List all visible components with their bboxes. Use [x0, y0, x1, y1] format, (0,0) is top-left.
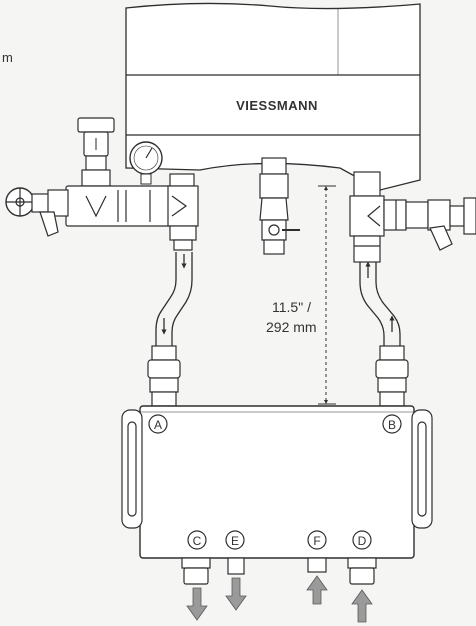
- fragment-text: m: [2, 50, 13, 65]
- port-c-nut: [183, 567, 209, 585]
- distribution-box: [139, 405, 415, 559]
- port-c-fitting: [181, 557, 211, 569]
- dimension-imperial: 11.5" /: [272, 299, 311, 315]
- flow-arrows-pipes: [161, 254, 395, 335]
- flow-arrows-ports: [186, 575, 373, 623]
- port-d-arrow-up-icon: [351, 589, 373, 623]
- viessmann-logo: VIESSMANN: [236, 98, 318, 113]
- right-union-fitting: [375, 345, 409, 407]
- svg-text:VIESSMANN: VIESSMANN: [236, 98, 318, 113]
- svg-text:E: E: [231, 534, 239, 548]
- boiler-unit: [125, 2, 421, 191]
- svg-text:F: F: [313, 534, 320, 548]
- connection-marker-a: A: [148, 414, 168, 434]
- connection-marker-f: F: [307, 530, 327, 550]
- svg-text:D: D: [358, 534, 367, 548]
- connection-marker-b: B: [382, 414, 402, 434]
- right-fill-valve: [405, 197, 476, 251]
- left-connecting-pipe: [155, 252, 193, 346]
- port-d-nut: [349, 567, 375, 585]
- port-d-fitting: [347, 557, 377, 569]
- safety-valve: [77, 117, 115, 187]
- left-piping-manifold: [65, 173, 199, 251]
- connection-marker-d: D: [352, 530, 372, 550]
- port-c-arrow-down-icon: [186, 587, 208, 621]
- pressure-gauge: [129, 141, 163, 185]
- connection-marker-e: E: [225, 530, 245, 550]
- dimension-line: [318, 185, 336, 405]
- port-e-arrow-down-icon: [225, 577, 247, 611]
- dimension-metric: 292 mm: [266, 319, 317, 335]
- port-f-fitting: [307, 557, 327, 573]
- svg-text:A: A: [154, 418, 162, 432]
- port-e-fitting: [227, 557, 245, 575]
- left-mounting-bracket: [121, 409, 143, 529]
- connection-marker-c: C: [187, 530, 207, 550]
- left-union-fitting: [147, 345, 181, 407]
- port-fittings: [181, 557, 377, 585]
- right-connecting-pipe: [359, 262, 401, 346]
- svg-text:B: B: [388, 418, 396, 432]
- left-fill-valve: [5, 187, 69, 237]
- right-mounting-bracket: [411, 409, 433, 529]
- right-piping-manifold: [349, 171, 407, 263]
- port-f-arrow-up-icon: [306, 575, 328, 605]
- svg-text:C: C: [193, 534, 202, 548]
- center-drain-valve: [259, 157, 300, 255]
